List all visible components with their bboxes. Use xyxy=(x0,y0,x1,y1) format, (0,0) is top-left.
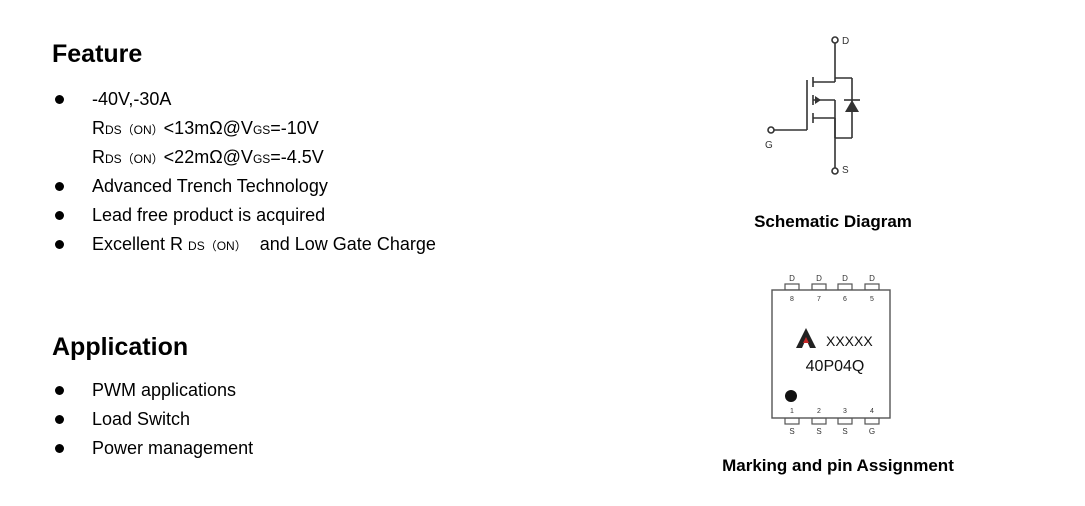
pin-4-name: G xyxy=(869,427,875,436)
pin-3-number: 3 xyxy=(843,408,847,415)
gate-label: G xyxy=(765,140,773,151)
pin-8-number: 8 xyxy=(790,296,794,303)
pin-3-name: S xyxy=(842,427,847,436)
list-item: Advanced Trench Technology xyxy=(52,172,436,201)
pin-8-name: D xyxy=(789,274,795,283)
list-item: Lead free product is acquired xyxy=(52,201,436,230)
drain-label: D xyxy=(842,36,849,47)
application-list: PWM applications Load Switch Power manag… xyxy=(52,376,253,463)
pin-7-number: 7 xyxy=(817,296,821,303)
brand-logo-icon xyxy=(796,328,816,348)
pin-1-name: S xyxy=(789,427,794,436)
application-heading: Application xyxy=(52,333,189,361)
schematic-caption: Schematic Diagram xyxy=(754,212,912,231)
pin-5-name: D xyxy=(869,274,875,283)
mosfet-schematic: D G S xyxy=(765,36,860,176)
rds-spec-1: RDS（ON）<13mΩ@VGS=-10V xyxy=(92,118,319,138)
list-item: PWM applications xyxy=(52,376,253,405)
list-item: -40V,-30A xyxy=(52,85,436,114)
pin-2-number: 2 xyxy=(817,408,821,415)
rds-spec-2: RDS（ON）<22mΩ@VGS=-4.5V xyxy=(92,147,324,167)
source-label: S xyxy=(842,165,849,176)
pin-6-number: 6 xyxy=(843,296,847,303)
feature-list: -40V,-30A RDS（ON）<13mΩ@VGS=-10V RDS（ON）<… xyxy=(52,85,436,259)
list-item: Load Switch xyxy=(52,405,253,434)
pin-7-name: D xyxy=(816,274,822,283)
package-diagram: D D D D 8 7 6 5 1 2 3 4 S S S G XXXXX 40… xyxy=(771,274,891,436)
list-item: Power management xyxy=(52,434,253,463)
pin-4-number: 4 xyxy=(870,408,874,415)
pin-5-number: 5 xyxy=(870,296,874,303)
pin1-indicator-dot xyxy=(785,390,797,402)
feature-heading: Feature xyxy=(52,40,143,68)
list-item: Excellent R DS（ON） and Low Gate Charge xyxy=(52,230,436,259)
pin-2-name: S xyxy=(816,427,821,436)
pin-6-name: D xyxy=(842,274,848,283)
package-caption: Marking and pin Assignment xyxy=(722,456,954,475)
marking-part-number: 40P04Q xyxy=(806,358,865,375)
marking-code: XXXXX xyxy=(826,333,873,349)
pin-1-number: 1 xyxy=(790,408,794,415)
